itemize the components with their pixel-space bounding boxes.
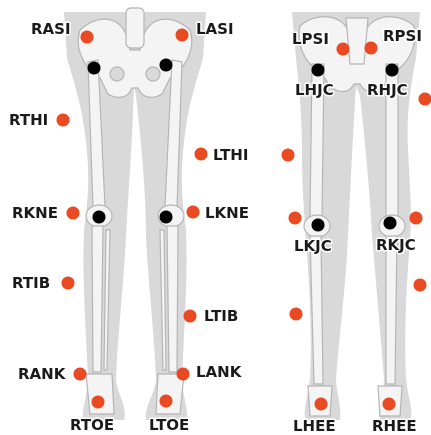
marker-rhee-dot bbox=[383, 398, 396, 411]
label-rkne: RKNE bbox=[12, 204, 58, 222]
marker-rasi-dot bbox=[81, 31, 94, 44]
front-foot-left bbox=[156, 374, 184, 414]
marker-extra-back-knee-left-dot bbox=[289, 212, 302, 225]
marker-extra-back-shank-right-dot bbox=[414, 279, 427, 292]
label-rasi: RASI bbox=[31, 20, 71, 38]
marker-lthi-dot bbox=[195, 148, 208, 161]
label-rank: RANK bbox=[18, 365, 67, 383]
front-tibia-left bbox=[167, 226, 178, 372]
label-rpsi: RPSI bbox=[383, 27, 422, 45]
joint-lkjc-dot bbox=[312, 219, 325, 232]
marker-rthi-dot bbox=[57, 114, 70, 127]
label-lank: LANK bbox=[196, 363, 243, 381]
marker-lpsi-dot bbox=[337, 43, 350, 56]
label-rhjc: RHJC bbox=[367, 81, 408, 99]
label-lthi: LTHI bbox=[213, 146, 248, 164]
marker-lhee-dot bbox=[315, 398, 328, 411]
hip-center-left-front-dot bbox=[160, 59, 173, 72]
joint-lhjc-dot bbox=[312, 64, 325, 77]
back-sacrum bbox=[346, 18, 368, 64]
marker-ltib-dot bbox=[184, 310, 197, 323]
marker-extra-back-pelvis-dot bbox=[419, 93, 431, 106]
label-ltib: LTIB bbox=[204, 307, 238, 325]
joint-rhjc-dot bbox=[386, 64, 399, 77]
label-rkjc: RKJC bbox=[376, 236, 416, 254]
marker-rkne-dot bbox=[67, 207, 80, 220]
marker-rtib-dot bbox=[62, 277, 75, 290]
marker-ltoe-dot bbox=[160, 395, 173, 408]
label-lhjc: LHJC bbox=[295, 81, 334, 99]
posterior-view bbox=[292, 12, 420, 420]
label-lasi: LASI bbox=[196, 20, 234, 38]
marker-extra-back-shank-left-dot bbox=[290, 308, 303, 321]
marker-extra-back-knee-right-dot bbox=[410, 212, 423, 225]
marker-extra-back-thigh-dot bbox=[282, 149, 295, 162]
joint-rkjc-dot bbox=[384, 217, 397, 230]
hip-center-right-front-dot bbox=[88, 62, 101, 75]
anterior-view bbox=[64, 8, 206, 420]
label-rthi: RTHI bbox=[9, 111, 48, 129]
knee-center-left-front-dot bbox=[160, 211, 173, 224]
marker-rank-dot bbox=[74, 368, 87, 381]
marker-lkne-dot bbox=[187, 206, 200, 219]
front-obturator-l bbox=[146, 67, 160, 81]
label-lkjc: LKJC bbox=[294, 237, 332, 255]
back-tibia-right bbox=[386, 236, 397, 384]
label-rtib: RTIB bbox=[12, 274, 50, 292]
knee-center-right-front-dot bbox=[93, 211, 106, 224]
label-rhee: RHEE bbox=[372, 417, 417, 435]
marker-rpsi-dot bbox=[365, 42, 378, 55]
label-lpsi: LPSI bbox=[292, 30, 329, 48]
label-ltoe: LTOE bbox=[149, 416, 189, 434]
marker-rtoe-dot bbox=[92, 396, 105, 409]
label-lkne: LKNE bbox=[205, 204, 249, 222]
label-lhee: LHEE bbox=[293, 417, 336, 435]
marker-lasi-dot bbox=[176, 29, 189, 42]
front-tibia-right bbox=[92, 226, 103, 372]
front-obturator-r bbox=[110, 67, 124, 81]
label-rtoe: RTOE bbox=[70, 416, 114, 434]
marker-lank-dot bbox=[177, 368, 190, 381]
front-spine bbox=[126, 8, 144, 48]
